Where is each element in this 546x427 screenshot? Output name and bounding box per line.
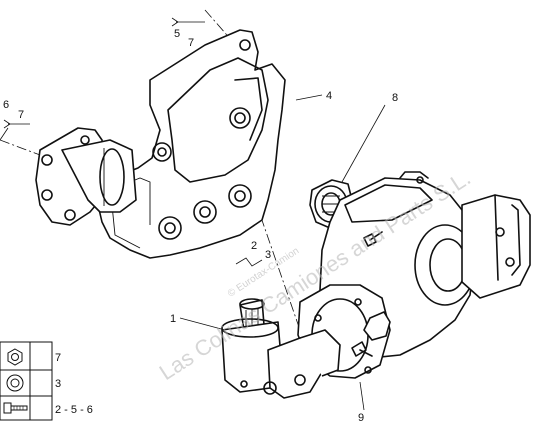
callout-6: 6 (3, 99, 9, 111)
callout-labels: 1 2 3 4 5 6 7 7 8 9 (3, 28, 398, 424)
bolt-icon (3, 402, 28, 414)
callout-1: 1 (170, 313, 176, 325)
callout-7-left: 7 (18, 109, 24, 121)
callout-3: 3 (265, 249, 271, 261)
callout-9: 9 (358, 412, 364, 422)
fastener-legend: 7 3 2 - 5 - 6 (0, 341, 93, 421)
callout-7-top: 7 (188, 37, 194, 49)
callout-8: 8 (392, 92, 398, 104)
callout-2: 2 (251, 240, 257, 252)
washer-icon (6, 374, 24, 392)
leader-lines (0, 17, 386, 411)
input-shaft-part-1 (221, 298, 341, 399)
legend-row-3-text: 2 - 5 - 6 (55, 404, 93, 416)
legend-row-2-text: 3 (55, 378, 61, 390)
callout-4: 4 (326, 90, 332, 102)
callout-5: 5 (174, 28, 180, 40)
legend-row-1-text: 7 (55, 352, 61, 364)
flange-plate-part (35, 127, 137, 226)
bracket-part-4 (97, 29, 286, 259)
nut-icon (7, 348, 23, 366)
